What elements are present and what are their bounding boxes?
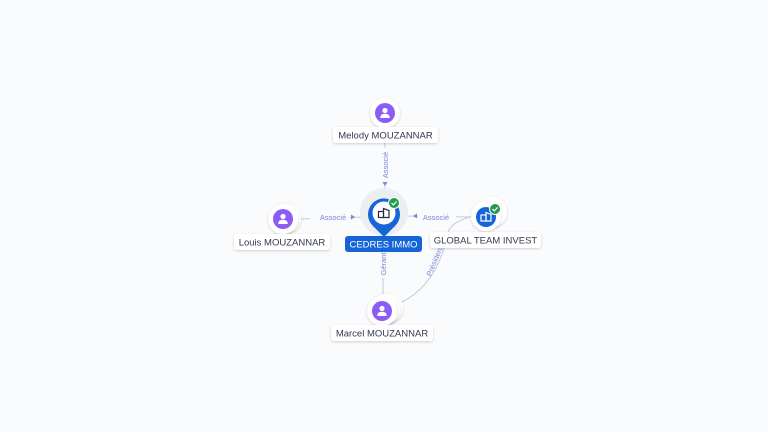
check-badge-icon (489, 203, 501, 215)
node-label-melody: Melody MOUZANNAR (338, 131, 433, 142)
edge-label-global-center: Associé (423, 213, 449, 222)
node-label-box (430, 232, 541, 248)
node-label-center: CEDRES IMMO (349, 240, 417, 251)
person-icon (278, 213, 288, 224)
arrow-melody-center (382, 182, 388, 186)
edge-label-bg (377, 250, 389, 278)
arrow-global-center (413, 213, 417, 219)
node-marcel[interactable]: Marcel MOUZANNAR (331, 293, 433, 341)
building-icon (377, 207, 390, 219)
check-mark (391, 200, 398, 206)
node-label-marcel: Marcel MOUZANNAR (336, 329, 429, 340)
center-label-box (345, 236, 422, 252)
building-icon (480, 211, 492, 222)
node-global-team-invest[interactable]: GLOBAL TEAM INVEST (430, 197, 541, 248)
node-center-cedres-immo[interactable]: CEDRES IMMO (345, 188, 422, 252)
person-icon (377, 305, 387, 316)
check-mark (492, 206, 499, 212)
check-badge-icon (388, 197, 400, 209)
node-label-box (234, 234, 330, 250)
edge-label-marcel-global: Président (425, 244, 446, 278)
node-label-box (333, 127, 438, 143)
node-label-box (331, 325, 433, 341)
edge-label-marcel-center: Gérant (379, 252, 388, 276)
edge-label-melody-center: Associé (381, 152, 390, 178)
person-icon (380, 107, 390, 118)
node-louis[interactable]: Louis MOUZANNAR (234, 203, 330, 250)
edge-label-louis-center: Associé (320, 213, 346, 222)
arrow-louis-center (351, 214, 355, 220)
edge-label-bg (310, 211, 350, 222)
edge-label-bg (379, 148, 391, 182)
node-label-global: GLOBAL TEAM INVEST (434, 236, 538, 247)
edge-label-bg (418, 211, 456, 222)
node-melody[interactable]: Melody MOUZANNAR (333, 98, 438, 143)
node-label-louis: Louis MOUZANNAR (239, 238, 326, 249)
